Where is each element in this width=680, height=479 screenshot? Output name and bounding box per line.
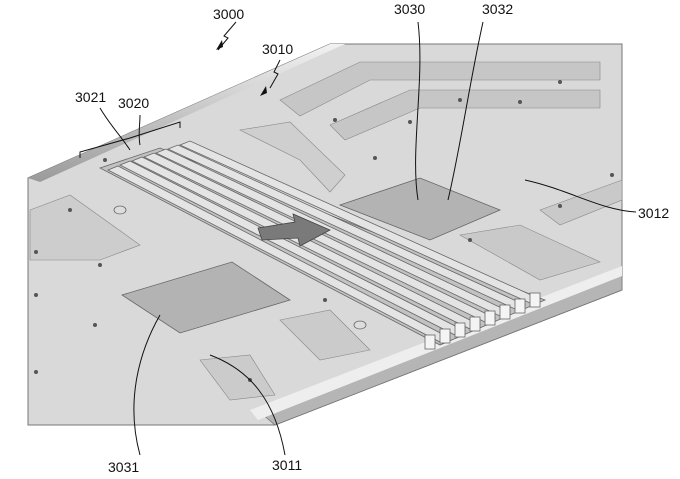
label-3020: 3020 [118, 95, 149, 111]
module-pad-lower [121, 261, 291, 334]
connector-rails [98, 140, 547, 350]
label-3011: 3011 [272, 457, 302, 473]
leader-lines [79, 21, 637, 456]
label-3012: 3012 [638, 205, 669, 221]
label-3010: 3010 [262, 41, 293, 57]
label-3021: 3021 [75, 89, 106, 105]
direction-arrow [257, 213, 331, 247]
label-3030: 3030 [394, 1, 425, 17]
label-3000: 3000 [213, 6, 244, 22]
module-pad-upper [338, 177, 502, 241]
label-3031: 3031 [108, 459, 139, 475]
label-3032: 3032 [482, 1, 513, 17]
